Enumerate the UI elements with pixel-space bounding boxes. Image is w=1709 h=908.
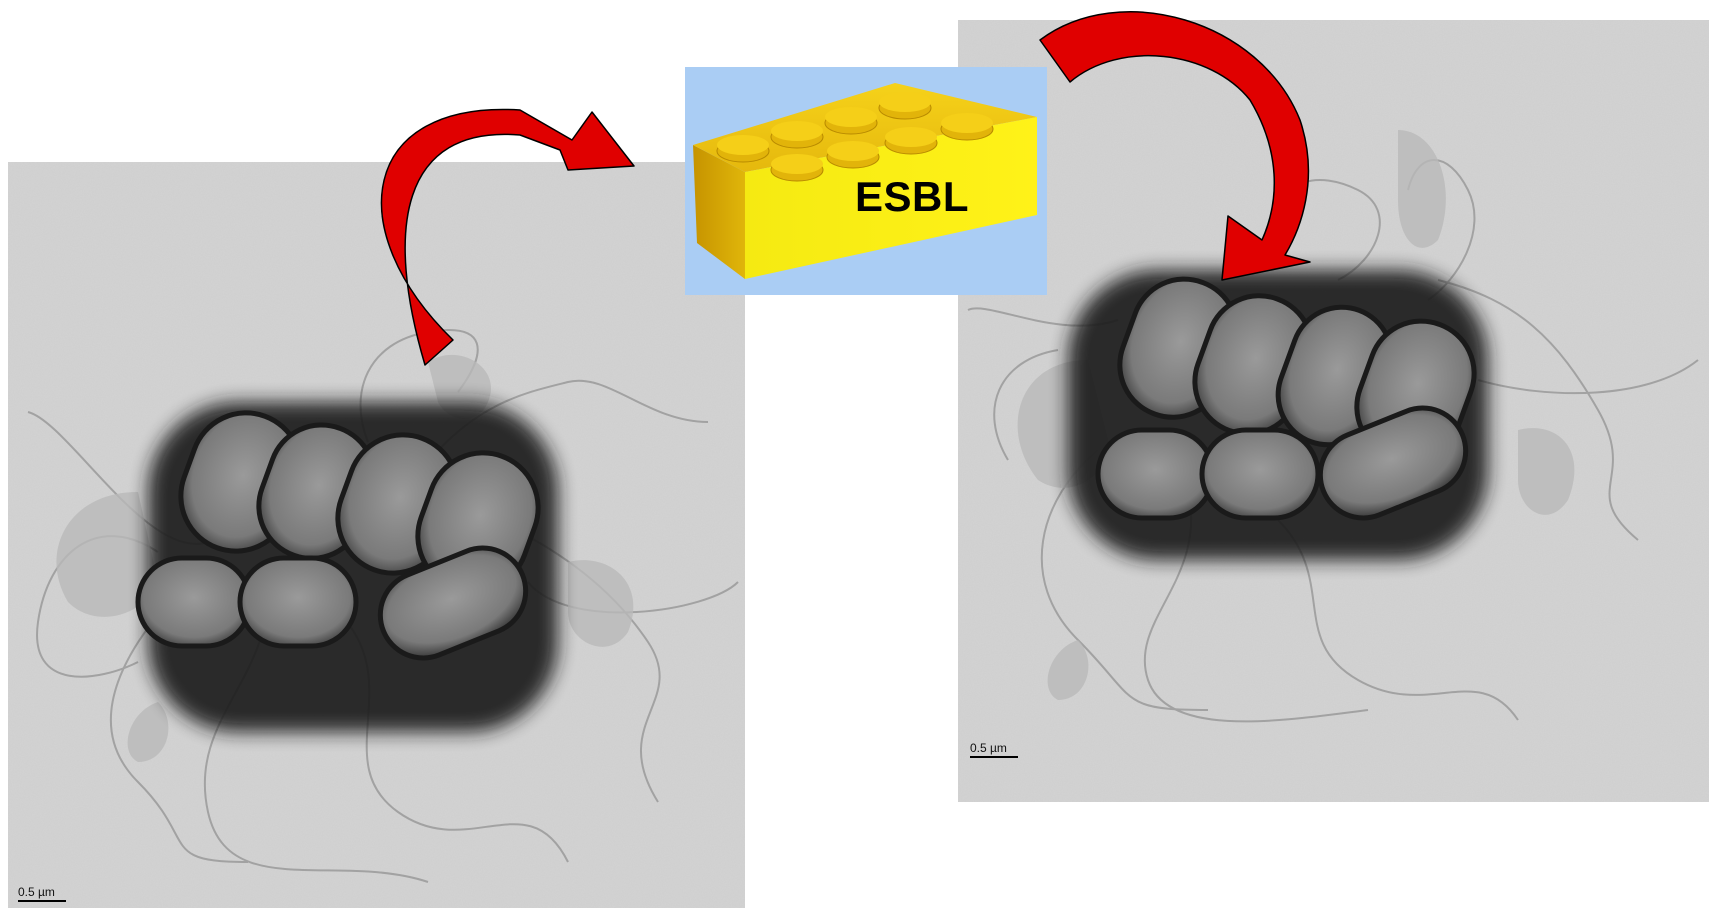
left-scale-bar-line — [18, 900, 66, 902]
right-scale-bar-line — [970, 756, 1018, 758]
right-scale-bar-label: 0.5 µm — [970, 741, 1007, 755]
esbl-label: ESBL — [855, 173, 969, 221]
left-scale-bar-label: 0.5 µm — [18, 885, 55, 899]
right-micrograph-image — [958, 20, 1709, 802]
left-micrograph: 0.5 µm — [8, 162, 745, 908]
right-scale-bar: 0.5 µm — [970, 742, 1018, 758]
left-scale-bar: 0.5 µm — [18, 886, 66, 902]
left-micrograph-image — [8, 162, 745, 908]
right-micrograph: 0.5 µm — [958, 20, 1709, 802]
